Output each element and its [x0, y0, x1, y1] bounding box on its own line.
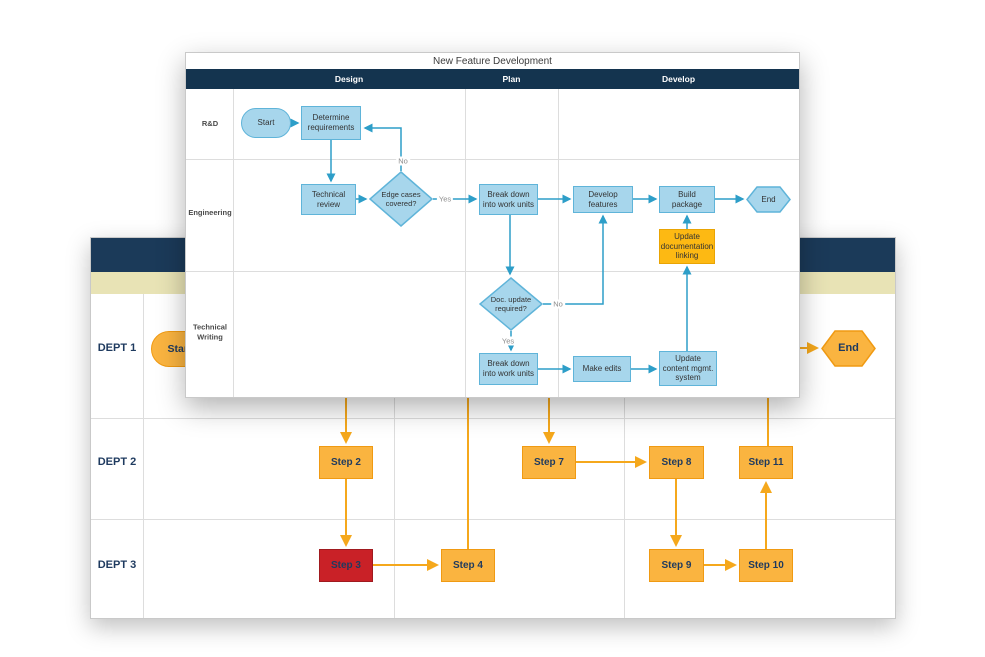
back-lane-divider — [91, 418, 895, 419]
node-label: End — [838, 341, 859, 354]
node-step8[interactable]: Step 8 — [649, 446, 704, 479]
node-step7[interactable]: Step 7 — [522, 446, 576, 479]
node-label: Step 2 — [330, 456, 361, 468]
node-edge-cases-covered[interactable]: Edge cases covered? — [369, 171, 433, 227]
edge-label-no-top: No — [396, 156, 410, 166]
diamond-shape — [369, 171, 433, 227]
front-grid-line — [233, 89, 234, 397]
node-update-documentation-linking[interactable]: Update documentation linking — [659, 229, 715, 264]
node-label: Technical review — [311, 189, 346, 209]
node-break-down-work-units-tw[interactable]: Break down into work units — [479, 353, 538, 385]
node-label: Doc. update required? — [490, 295, 532, 313]
node-step3[interactable]: Step 3 — [319, 549, 373, 582]
node-label: End — [761, 194, 776, 204]
phase-label-plan: Plan — [502, 74, 521, 84]
node-label: Develop features — [588, 189, 618, 209]
back-lane-divider — [91, 519, 895, 520]
lane-label-engineering: Engineering — [188, 208, 232, 218]
front-connectors — [290, 118, 745, 374]
node-step9[interactable]: Step 9 — [649, 549, 704, 582]
edge-label-yes-down: Yes — [499, 336, 517, 346]
front-grid-line — [558, 89, 559, 397]
front-lane-divider — [186, 271, 799, 272]
lane-label-dept2: DEPT 2 — [97, 456, 137, 468]
node-end[interactable]: End — [746, 186, 791, 213]
hexagon-shape — [821, 330, 876, 367]
node-label: Make edits — [582, 364, 622, 374]
phase-label-design: Design — [334, 74, 364, 84]
node-label: Determine requirements — [307, 113, 355, 132]
node-label: Break down into work units — [482, 359, 535, 378]
edge-label-no-right: No — [551, 299, 565, 309]
front-lane-divider — [186, 159, 799, 160]
front-swimlane-chart: New Feature Development Design Plan Deve… — [185, 52, 800, 398]
node-label: Step 9 — [661, 559, 692, 571]
lane-label-dept1: DEPT 1 — [97, 342, 137, 354]
node-label: Step 10 — [748, 559, 784, 571]
node-label: Step 8 — [661, 456, 692, 468]
edge-no-to-develop — [543, 214, 608, 305]
node-update-content-mgmt-system[interactable]: Update content mgmt. system — [659, 351, 717, 386]
node-doc-update-required[interactable]: Doc. update required? — [479, 277, 543, 331]
node-label: Start — [257, 118, 275, 128]
node-back-end[interactable]: End — [821, 330, 876, 367]
node-step10[interactable]: Step 10 — [739, 549, 793, 582]
node-label: Step 7 — [533, 456, 564, 468]
node-develop-features[interactable]: Develop features — [573, 186, 633, 213]
node-label: Step 11 — [748, 456, 784, 468]
back-grid-line — [394, 294, 395, 618]
lane-label-dept3: DEPT 3 — [97, 559, 137, 571]
node-step4[interactable]: Step 4 — [441, 549, 495, 582]
node-label: Edge cases covered? — [381, 190, 421, 208]
node-make-edits[interactable]: Make edits — [573, 356, 631, 382]
front-chart-title: New Feature Development — [186, 53, 799, 70]
phase-label-develop: Develop — [661, 74, 696, 84]
lane-label-technical-writing: Technical Writing — [192, 322, 228, 341]
node-step2[interactable]: Step 2 — [319, 446, 373, 479]
node-start[interactable]: Start — [241, 108, 291, 138]
hexagon-shape — [746, 186, 791, 213]
node-label: Update content mgmt. system — [662, 354, 714, 383]
node-label: Update documentation linking — [660, 232, 714, 261]
node-label: Step 3 — [330, 559, 361, 571]
lane-label-rnd: R&D — [201, 119, 219, 129]
node-label: Build package — [671, 189, 703, 209]
node-label: Step 4 — [452, 559, 483, 571]
node-technical-review[interactable]: Technical review — [301, 184, 356, 215]
back-grid-line — [624, 294, 625, 618]
diamond-shape — [479, 277, 543, 331]
front-chart-header-band — [186, 69, 799, 89]
node-break-down-work-units-eng[interactable]: Break down into work units — [479, 184, 538, 215]
edge-label-yes-right: Yes — [436, 194, 454, 204]
node-build-package[interactable]: Build package — [659, 186, 715, 213]
node-label: Break down into work units — [482, 189, 535, 209]
node-step11[interactable]: Step 11 — [739, 446, 793, 479]
back-grid-line — [143, 294, 144, 618]
front-grid-line — [465, 89, 466, 397]
node-determine-requirements[interactable]: Determine requirements — [301, 106, 361, 140]
